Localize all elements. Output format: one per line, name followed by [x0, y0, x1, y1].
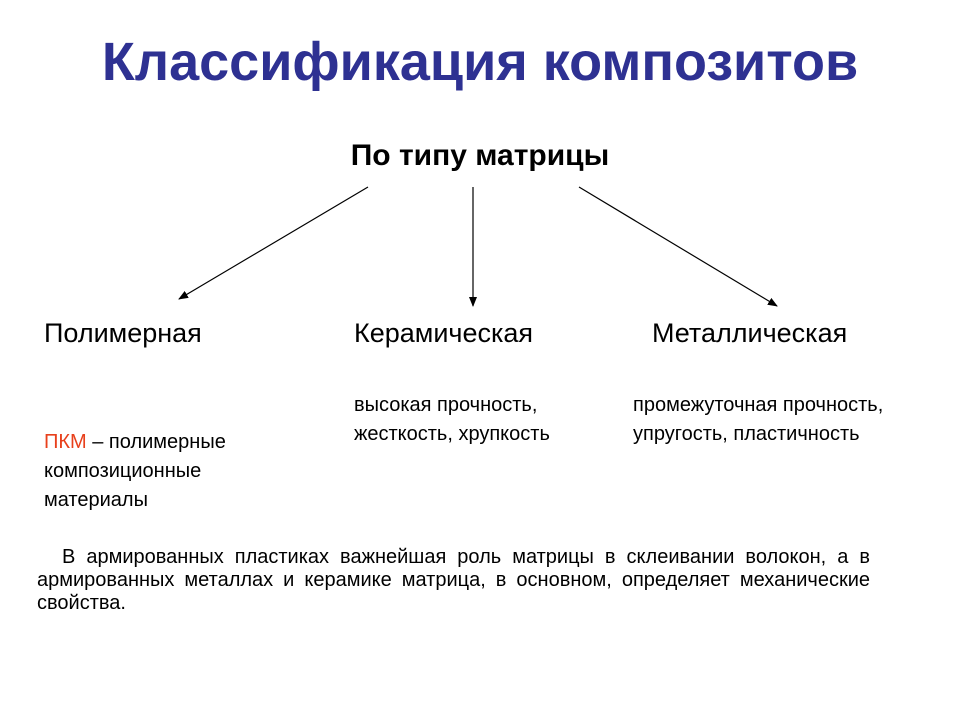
pkm-acronym: ПКМ	[44, 431, 87, 453]
branch-polymer-description: ПКМ – полимерные композиционные материал…	[44, 428, 284, 515]
footnote-text: В армированных пластиках важнейшая роль …	[37, 546, 870, 614]
branch-ceramic-label: Керамическая	[354, 318, 534, 348]
branch-metal-label: Металлическая	[652, 318, 848, 348]
slide-title: Классификация композитов	[101, 32, 859, 92]
branch-metal-description: промежуточная прочность, упругость, плас…	[633, 394, 884, 445]
branch-polymer-label: Полимерная	[44, 318, 202, 348]
branch-ceramic-description: высокая прочность, жесткость, хрупкость	[354, 394, 550, 445]
arrow-to-metal	[578, 186, 778, 307]
root-node: По типу матрицы	[350, 139, 610, 172]
pkm-definition: – полимерные композиционные материалы	[44, 431, 226, 511]
arrow-to-polymer	[178, 186, 369, 300]
